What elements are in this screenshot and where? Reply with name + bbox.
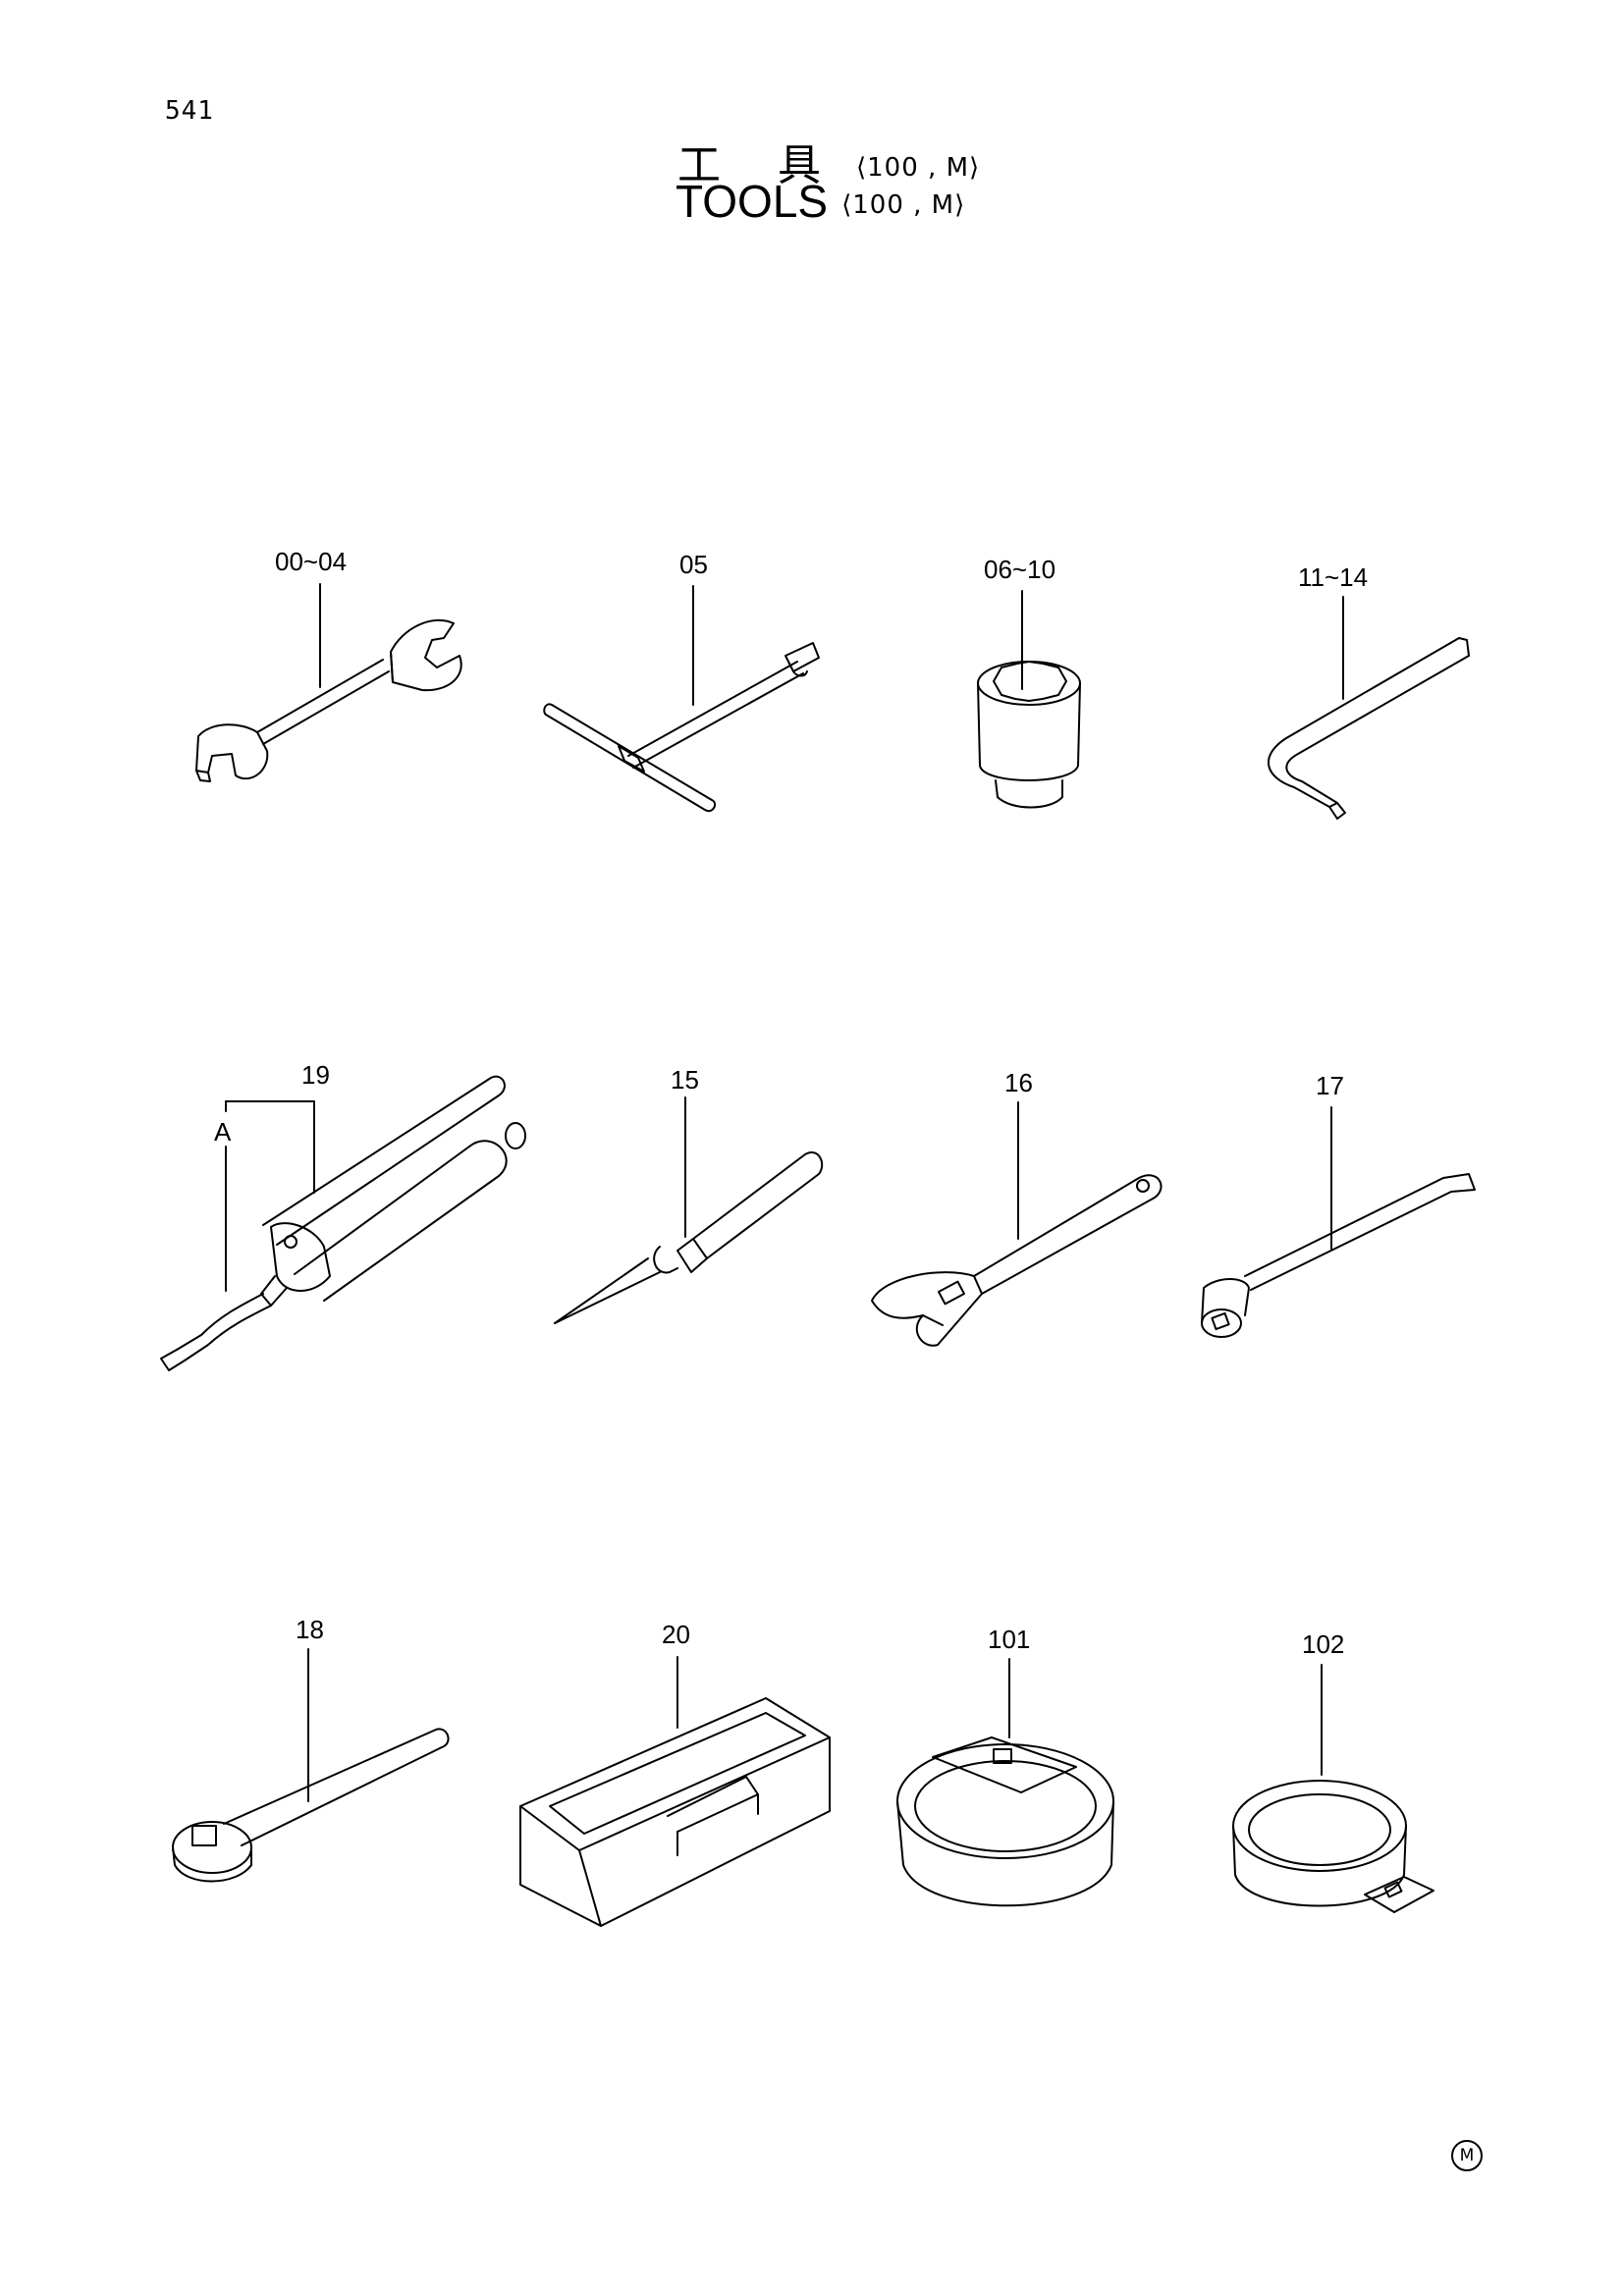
callout-00-04: 00~04 <box>275 547 348 576</box>
title-japanese-text: 工 具 <box>677 140 842 190</box>
title-english-text: TOOLS <box>676 176 829 227</box>
tool-box-drawing <box>520 1657 830 1926</box>
screwdriver-drawing <box>555 1097 822 1323</box>
leader-19 <box>226 1101 314 1193</box>
callout-20: 20 <box>662 1620 690 1649</box>
callout-101: 101 <box>988 1625 1031 1654</box>
callout-19: 19 <box>301 1060 330 1090</box>
callout-18: 18 <box>296 1615 324 1644</box>
page-title-english: TOOLS ⟨100 , M⟩ <box>676 175 965 228</box>
socket-drawing <box>978 591 1080 808</box>
hex-key-drawing <box>1269 597 1469 819</box>
page-number: 541 <box>165 96 214 126</box>
callout-06-10: 06~10 <box>984 555 1056 584</box>
adjustable-wrench-drawing <box>872 1102 1162 1346</box>
callout-102: 102 <box>1302 1629 1345 1659</box>
callout-17: 17 <box>1316 1071 1344 1100</box>
t-handle-wrench-drawing <box>544 586 819 811</box>
callout-16: 16 <box>1004 1068 1033 1097</box>
open-end-wrench-drawing <box>196 584 461 781</box>
grease-gun-drawing <box>161 1077 525 1370</box>
title-model-japanese: ⟨100 , M⟩ <box>856 153 981 183</box>
filter-wrench-101-drawing <box>897 1659 1113 1905</box>
page-title-japanese: 工 具 ⟨100 , M⟩ <box>677 130 980 192</box>
callout-a: A <box>214 1117 232 1147</box>
callout-05: 05 <box>679 550 708 579</box>
extension-bar-drawing <box>1202 1107 1475 1337</box>
ratchet-drawing <box>173 1649 449 1882</box>
callout-11-14: 11~14 <box>1298 562 1369 592</box>
m-marker: M <box>1451 2140 1483 2171</box>
filter-wrench-102-drawing <box>1233 1665 1434 1912</box>
title-model-english: ⟨100 , M⟩ <box>841 189 966 220</box>
callout-15: 15 <box>671 1065 699 1095</box>
